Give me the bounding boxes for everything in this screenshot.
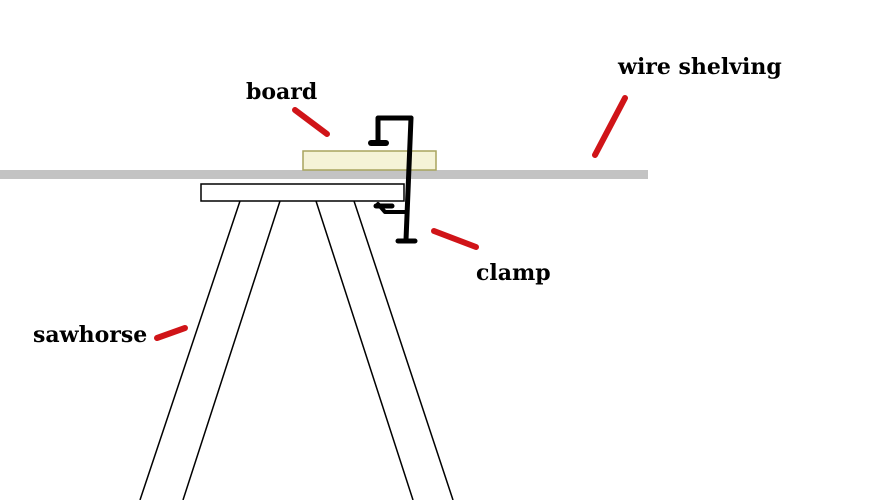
wire-shelving-pointer bbox=[592, 95, 628, 158]
board-label: board bbox=[246, 79, 317, 105]
sawhorse-pointer bbox=[154, 325, 188, 341]
clamp-spine bbox=[403, 115, 414, 243]
clamp-label: clamp bbox=[476, 260, 551, 286]
sawhorse-leg-left-outer bbox=[139, 200, 241, 500]
sawhorse-leg-right-outer bbox=[353, 200, 454, 500]
clamp-pointer bbox=[431, 228, 479, 250]
sawhorse-legs bbox=[139, 200, 454, 500]
wire-shelving bbox=[0, 170, 648, 179]
sawhorse-label: sawhorse bbox=[33, 322, 147, 348]
clamp bbox=[368, 115, 418, 244]
wire-shelving-label: wire shelving bbox=[617, 54, 782, 80]
clamp-top-arm bbox=[375, 115, 414, 143]
pointers bbox=[154, 95, 628, 341]
sawhorse-leg-left-inner bbox=[182, 200, 281, 500]
sawhorse-top bbox=[200, 183, 405, 202]
board bbox=[302, 150, 437, 171]
board-pointer bbox=[292, 107, 330, 137]
sawhorse-leg-right-inner bbox=[315, 200, 414, 500]
